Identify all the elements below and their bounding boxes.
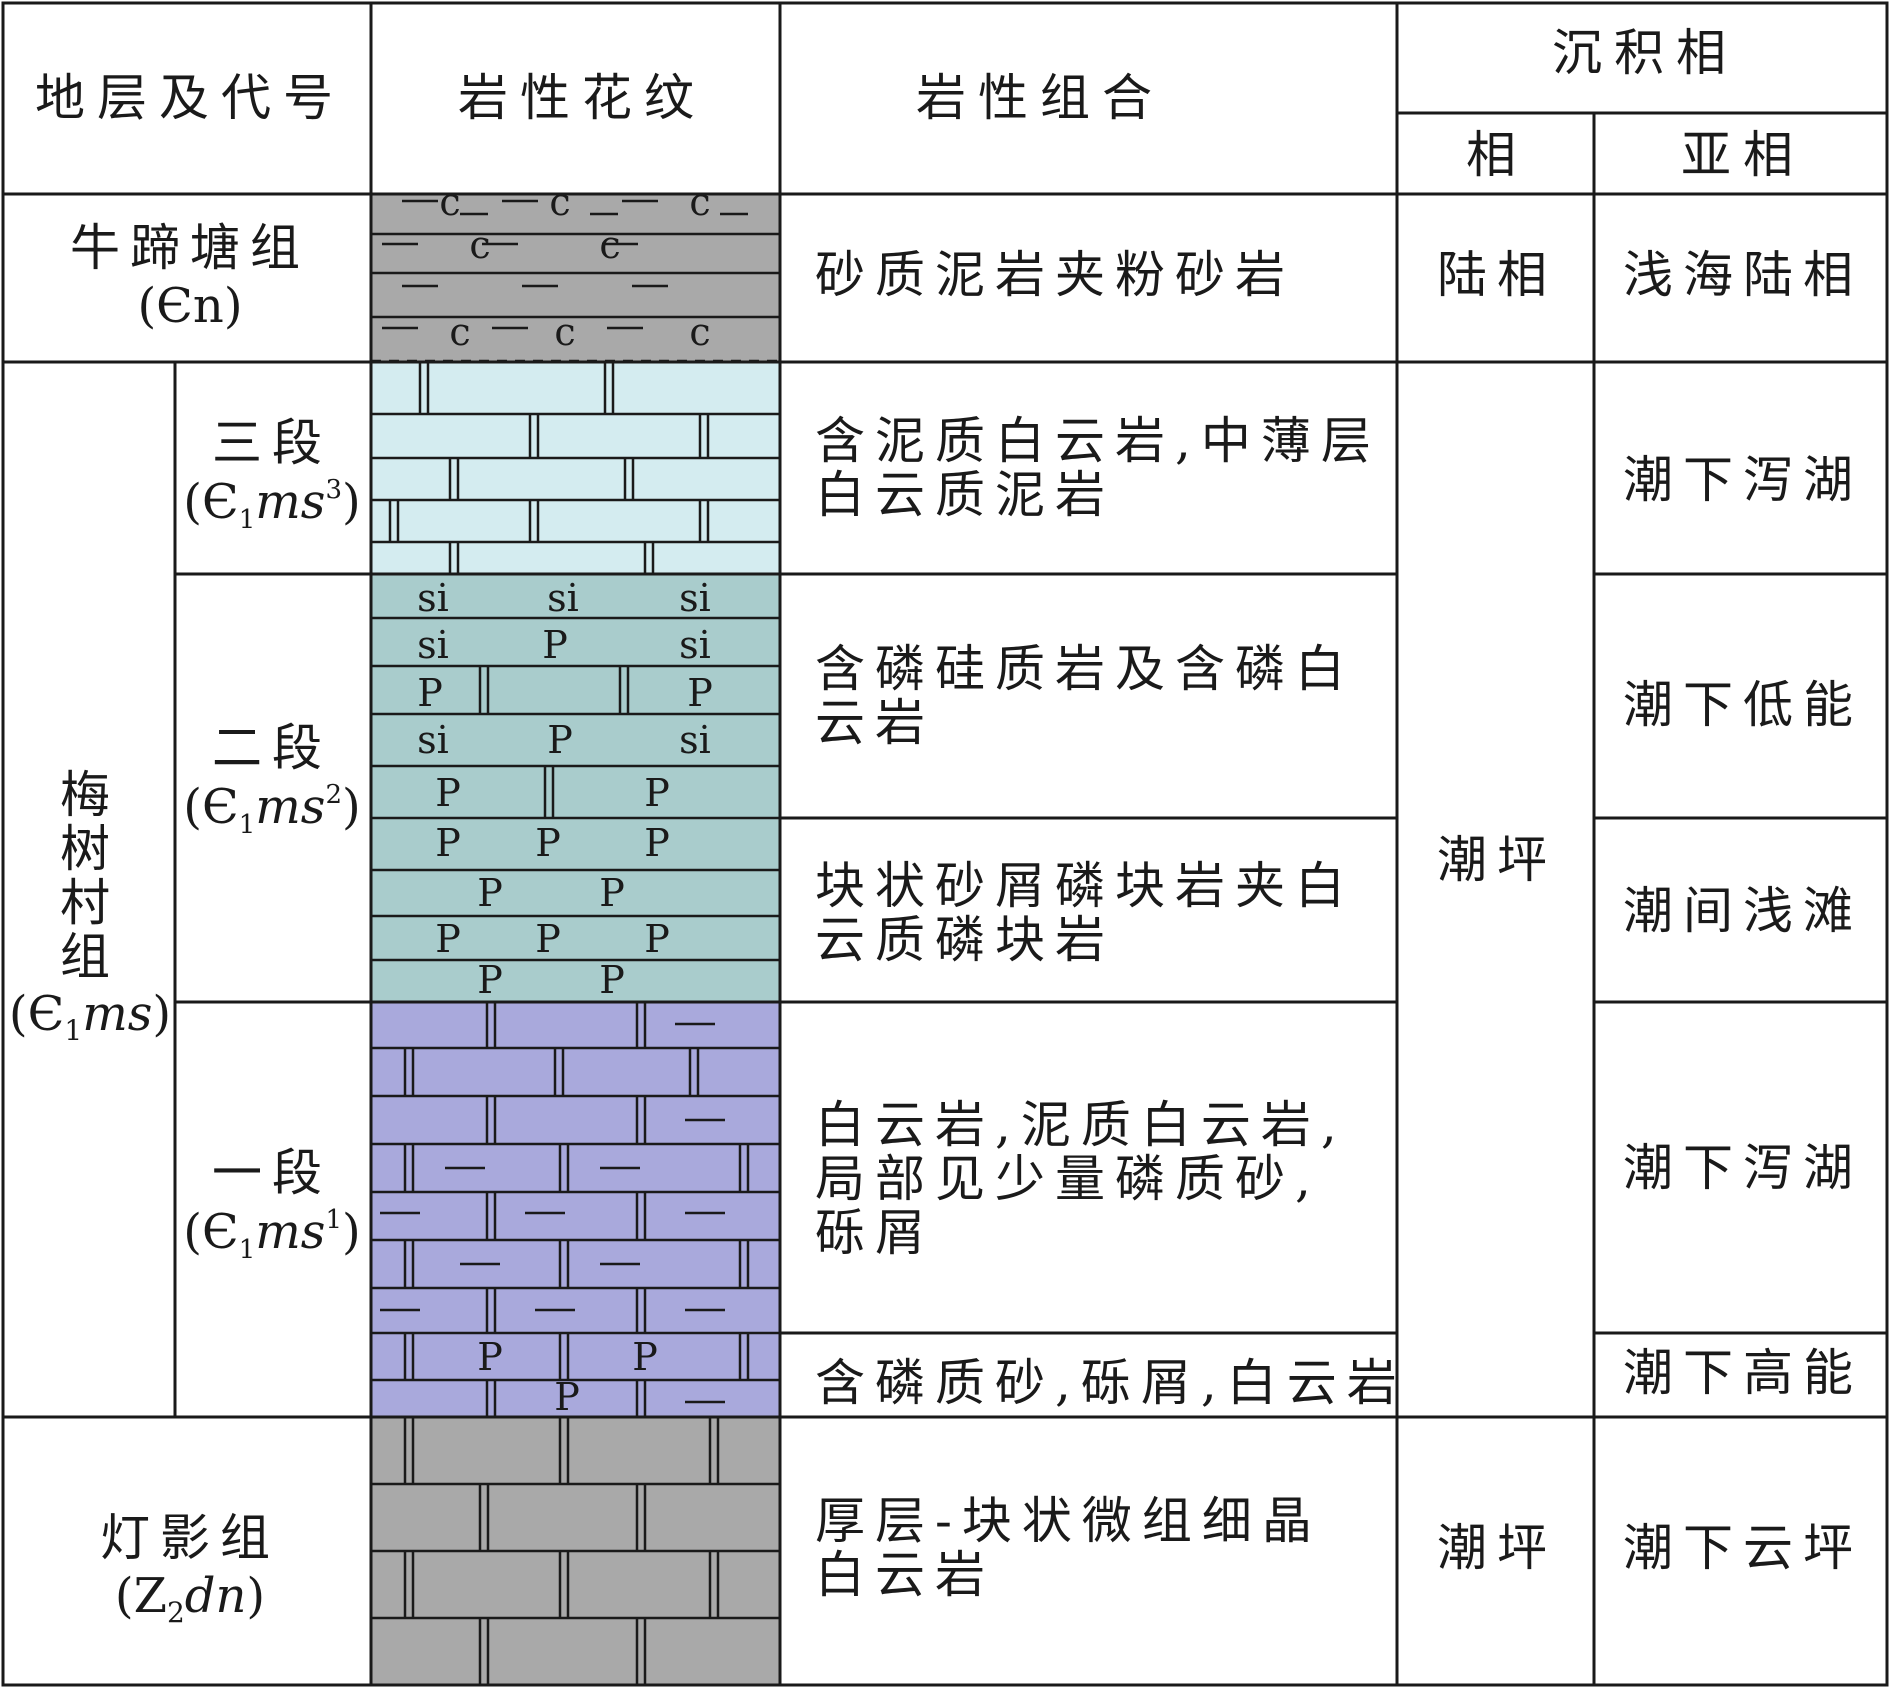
member2-subfacies-b: 潮间浅滩 (1623, 882, 1863, 940)
phosphorus-symbol: P (644, 771, 670, 815)
siliceous-symbol: si (679, 718, 711, 762)
member3-lithology-line2: 白云质泥岩 (815, 466, 1115, 524)
member2-code: (Є1ms2) (183, 779, 360, 840)
meishucun-name-char-1: 梅 (60, 766, 120, 824)
header-subfacies: 亚相 (1681, 126, 1805, 184)
siliceous-symbol: si (679, 576, 711, 620)
phosphorus-symbol: P (435, 771, 461, 815)
niutitang-name: 牛蹄塘组 (70, 219, 310, 277)
phosphorus-symbol: P (599, 871, 625, 915)
carbon-symbol: c (554, 310, 575, 354)
phosphorus-symbol: P (687, 671, 713, 715)
phosphorus-symbol: P (435, 821, 461, 865)
member1-lithology-a-line3: 砾屑 (815, 1204, 935, 1262)
niutitang-code: (Єn) (137, 278, 242, 334)
member2-lithology-a-line2: 云岩 (815, 694, 935, 752)
carbon-symbol: c (469, 223, 490, 267)
phosphorus-symbol: P (477, 1335, 503, 1379)
member2-lithology-b-line1: 块状砂屑磷块岩夹白 (815, 857, 1355, 915)
phosphorus-symbol: P (542, 623, 568, 667)
member1-dolomite-pattern-block (371, 1002, 780, 1417)
phosphorus-symbol: P (644, 917, 670, 961)
dengying-code: (Z2dn) (115, 1568, 265, 1629)
dengying-facies: 潮坪 (1437, 1519, 1557, 1577)
member3-name: 三段 (212, 414, 332, 472)
phosphorus-symbol: P (477, 871, 503, 915)
header-stratum: 地层及代号 (35, 69, 345, 127)
meishucun-code: (Є1ms) (9, 986, 171, 1047)
carbon-symbol: c (689, 180, 710, 224)
phosphorus-symbol: P (599, 958, 625, 1002)
phosphorus-symbol: P (417, 671, 443, 715)
mudstone-pattern-block (371, 194, 780, 362)
phosphorus-symbol: P (435, 917, 461, 961)
dengying-lithology-line1: 厚层-块状微组细晶 (815, 1492, 1322, 1550)
phosphorus-symbol: P (535, 917, 561, 961)
dengying-name: 灯影组 (100, 1509, 280, 1567)
meishucun-name-char-2: 树 (60, 820, 120, 878)
brick-pattern-lines (371, 199, 780, 1685)
member3-subfacies: 潮下泻湖 (1623, 451, 1863, 509)
niutitang-lithology: 砂质泥岩夹粉砂岩 (815, 246, 1295, 304)
member1-subfacies-b: 潮下高能 (1623, 1344, 1863, 1402)
member3-dolomite-pattern-block (371, 362, 780, 574)
dengying-lithology-line2: 白云岩 (815, 1546, 995, 1604)
member3-lithology-line1: 含泥质白云岩,中薄层 (815, 412, 1381, 470)
niutitang-facies: 陆相 (1437, 246, 1557, 304)
member1-lithology-b: 含磷质砂,砾屑,白云岩 (815, 1354, 1407, 1412)
niutitang-subfacies: 浅海陆相 (1623, 246, 1863, 304)
member1-lithology-a-line2: 局部见少量磷质砂, (815, 1150, 1321, 1208)
carbon-symbol: c (449, 310, 470, 354)
phosphorus-symbol: P (632, 1335, 658, 1379)
member2-lithology-b-line2: 云质磷块岩 (815, 911, 1115, 969)
meishucun-name-char-3: 村 (60, 874, 120, 932)
header-facies: 相 (1466, 126, 1528, 184)
header-lithology-pattern: 岩性花纹 (458, 69, 706, 127)
member2-subfacies-a: 潮下低能 (1623, 676, 1863, 734)
phosphorus-symbol: P (547, 718, 573, 762)
member2-name: 二段 (212, 719, 332, 777)
siliceous-symbol: si (417, 576, 449, 620)
member2-phosphorite-pattern-block (371, 574, 780, 1002)
member3-code: (Є1ms3) (183, 474, 360, 535)
siliceous-symbol: si (679, 623, 711, 667)
meishucun-facies: 潮坪 (1437, 831, 1557, 889)
header-lithology-assemblage: 岩性组合 (916, 69, 1164, 127)
phosphorus-symbol: P (535, 821, 561, 865)
member1-code: (Є1ms1) (183, 1204, 360, 1265)
siliceous-symbol: si (417, 718, 449, 762)
siliceous-symbol: si (547, 576, 579, 620)
phosphorus-symbol: P (477, 958, 503, 1002)
member1-name: 一段 (212, 1144, 332, 1202)
meishucun-name-char-4: 组 (60, 928, 120, 986)
meishucun-name-vertical: 梅 树 村 组 (60, 766, 120, 986)
carbon-symbol: c (689, 310, 710, 354)
carbon-symbol: c (549, 180, 570, 224)
member1-subfacies-a: 潮下泻湖 (1623, 1139, 1863, 1197)
meishucun-code-sub: 1 (64, 1014, 82, 1047)
carbon-symbol: c (599, 223, 620, 267)
phosphorus-symbol: P (554, 1375, 580, 1419)
member1-lithology-a-line1: 白云岩,泥质白云岩, (815, 1096, 1347, 1154)
siliceous-symbol: si (417, 623, 449, 667)
phosphorus-symbol: P (644, 821, 670, 865)
header-sedimentary-facies: 沉积相 (1552, 24, 1738, 82)
member2-lithology-a-line1: 含磷硅质岩及含磷白 (815, 640, 1355, 698)
dengying-subfacies: 潮下云坪 (1623, 1519, 1863, 1577)
carbon-symbol: c (439, 180, 460, 224)
